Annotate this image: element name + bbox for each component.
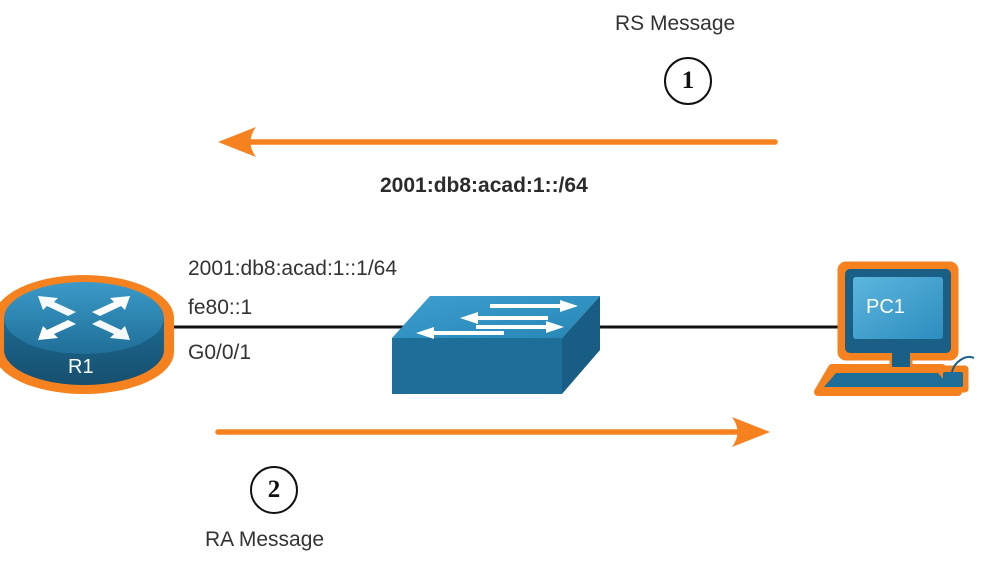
router-arrows-icon	[38, 296, 130, 340]
pc-pc1	[814, 261, 975, 396]
switch-arrows-icon	[416, 300, 578, 339]
prefix-label: 2001:db8:acad:1::/64	[380, 174, 588, 197]
rs-arrow	[218, 127, 778, 157]
router-r1	[0, 275, 174, 394]
rs-message-label: RS Message	[615, 12, 736, 35]
router-name-label: R1	[68, 356, 94, 378]
pc-name-label: PC1	[866, 296, 905, 318]
switch	[392, 296, 600, 394]
ra-arrow	[215, 417, 770, 447]
step-2-badge: 2	[250, 466, 298, 514]
router-interface-label: G0/0/1	[188, 341, 252, 364]
step-1-badge: 1	[664, 57, 712, 105]
ra-message-label: RA Message	[205, 528, 325, 551]
router-lla-label: fe80::1	[188, 296, 253, 319]
router-gua-label: 2001:db8:acad:1::1/64	[188, 257, 398, 280]
